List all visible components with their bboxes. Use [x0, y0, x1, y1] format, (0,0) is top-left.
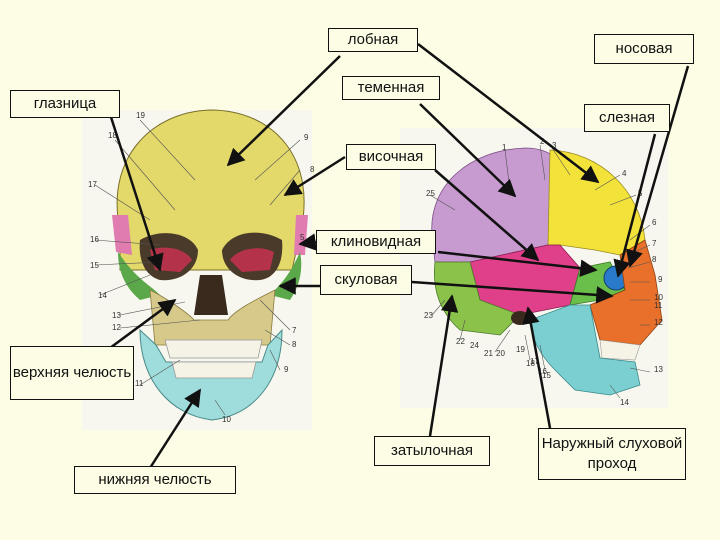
front-callout-number: 15 — [90, 261, 99, 270]
label-frontal: лобная — [328, 28, 418, 52]
front-callout-number: 10 — [222, 415, 231, 424]
label-sphenoid: клиновидная — [316, 230, 436, 254]
side-callout-number: 4 — [622, 169, 627, 178]
side-callout-number: 18 — [526, 359, 535, 368]
side-callout-number: 25 — [426, 189, 435, 198]
front-callout-number: 11 — [135, 379, 144, 388]
front-callout-number: 9 — [304, 133, 309, 142]
label-occipital: затылочная — [374, 436, 490, 466]
label-lacrimal: слезная — [584, 104, 670, 132]
front-callout-number: 19 — [136, 111, 145, 120]
side-callout-number: 13 — [654, 365, 663, 374]
front-callout-number: 12 — [112, 323, 121, 332]
label-maxilla: верхняя челюсть — [10, 346, 134, 400]
side-callout-number: 23 — [424, 311, 433, 320]
label-temporal: височная — [346, 144, 436, 170]
side-callout-number: 24 — [470, 341, 479, 350]
front-callout-number: 8 — [292, 340, 297, 349]
side-callout-number: 7 — [652, 239, 657, 248]
side-callout-number: 21 — [484, 349, 493, 358]
side-callout-number: 14 — [620, 398, 629, 407]
side-callout-number: 6 — [652, 218, 657, 227]
label-zygomatic: скуловая — [320, 265, 412, 295]
label-ear-canal: Наружный слуховой проход — [538, 428, 686, 480]
front-callout-number: 9 — [284, 365, 289, 374]
label-parietal: теменная — [342, 76, 440, 100]
front-callout-number: 5 — [300, 233, 305, 242]
label-nasal: носовая — [594, 34, 694, 64]
label-mandible: нижняя челюсть — [74, 466, 236, 494]
side-callout-number: 1 — [502, 143, 507, 152]
side-callout-number: 19 — [516, 345, 525, 354]
label-orbit: глазница — [10, 90, 120, 118]
side-callout-number: 9 — [658, 275, 663, 284]
side-callout-number: 22 — [456, 337, 465, 346]
side-callout-number: 8 — [652, 255, 657, 264]
front-callout-number: 17 — [88, 180, 97, 189]
front-callout-number: 14 — [98, 291, 107, 300]
side-callout-number: 12 — [654, 318, 663, 327]
front-callout-number: 7 — [292, 326, 297, 335]
front-callout-number: 13 — [112, 311, 121, 320]
side-callout-number: 20 — [496, 349, 505, 358]
front-callout-number: 16 — [90, 235, 99, 244]
side-callout-number: 11 — [654, 301, 663, 310]
front-callout-number: 8 — [310, 165, 315, 174]
